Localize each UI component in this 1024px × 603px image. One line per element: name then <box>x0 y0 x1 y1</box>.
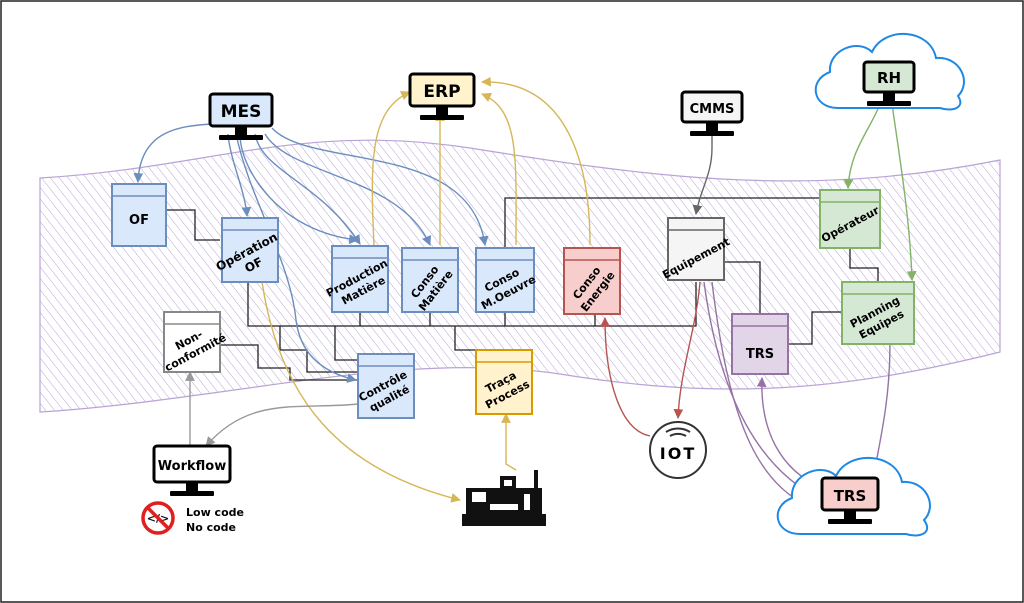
rh-flows <box>843 103 917 281</box>
iot-icon: IOT <box>649 421 707 479</box>
box-of[interactable]: OF <box>111 183 167 247</box>
mes-flows <box>133 123 489 383</box>
box-conso-matiere[interactable]: Conso Matière <box>401 247 459 313</box>
iot-flows <box>600 281 701 437</box>
cnc-machine-icon <box>462 470 546 526</box>
lowcode-label-1: Low code <box>186 506 244 519</box>
cmms-label: CMMS <box>690 102 735 117</box>
box-conso-energie[interactable]: Conso Energie <box>563 247 621 315</box>
workflow-label: Workflow <box>158 459 226 474</box>
box-of-label: OF <box>129 213 149 228</box>
mes-monitor[interactable]: MES <box>208 92 274 140</box>
iot-label: IOT <box>660 444 696 463</box>
trs-monitor-label: TRS <box>834 487 867 505</box>
rh-monitor[interactable]: RH <box>862 60 916 106</box>
box-operateur[interactable]: Opérateur <box>819 189 882 249</box>
box-operation-of[interactable]: Opération OF <box>214 217 287 287</box>
mes-label: MES <box>221 102 262 122</box>
box-controle-qualite[interactable]: Contrôle qualité <box>357 353 416 419</box>
box-traca-process[interactable]: Traça Process <box>475 349 533 415</box>
workflow-monitor[interactable]: Workflow <box>152 444 232 496</box>
erp-flows <box>261 76 591 503</box>
gray-flows <box>185 135 713 447</box>
box-trs-label: TRS <box>746 347 774 362</box>
erp-label: ERP <box>423 82 460 102</box>
cmms-monitor[interactable]: CMMS <box>680 90 744 136</box>
box-non-conformite[interactable]: Non- conformité <box>156 311 228 374</box>
box-planning-equipes[interactable]: Planning Equipes <box>841 281 915 345</box>
trs-monitor[interactable]: TRS <box>820 476 880 524</box>
box-trs[interactable]: TRS <box>731 313 789 375</box>
box-production-matiere[interactable]: Production Matière <box>324 245 396 313</box>
box-conso-m-oeuvre[interactable]: Conso M.Oeuvre <box>472 247 538 313</box>
erp-monitor[interactable]: ERP <box>408 72 476 120</box>
rh-label: RH <box>877 69 901 87</box>
no-code-icon: </> <box>141 501 175 535</box>
lowcode-label-2: No code <box>186 521 236 534</box>
box-equipement[interactable]: Equipement <box>660 217 732 282</box>
